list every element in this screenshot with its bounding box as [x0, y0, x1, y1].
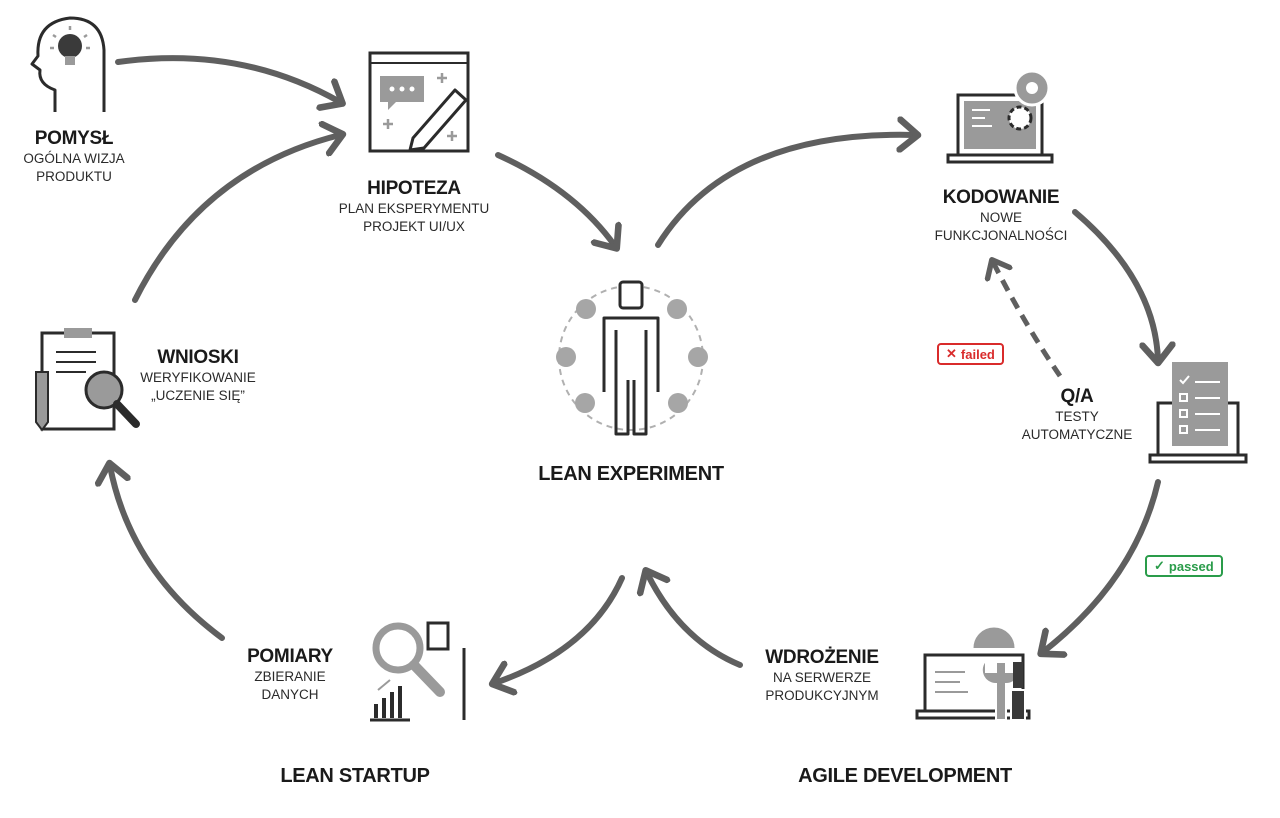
- node-pomysl: POMYSŁ OGÓLNA WIZJA PRODUKTU: [23, 128, 124, 186]
- node-title: WDROŻENIE: [765, 647, 879, 668]
- node-title: POMIARY: [247, 646, 333, 667]
- node-line: „UCZENIE SIĘ”: [151, 388, 245, 403]
- center-label: LEAN EXPERIMENT: [538, 463, 724, 485]
- node-title: POMYSŁ: [34, 128, 114, 149]
- node-hipoteza: HIPOTEZA PLAN EKSPERYMENTU PROJEKT UI/UX: [339, 178, 490, 236]
- passed-badge: ✓ passed: [1145, 555, 1223, 577]
- laptop-checklist-icon: [1148, 362, 1248, 464]
- checkmark-icon: ✓: [1154, 558, 1165, 573]
- node-qa: Q/A TESTY AUTOMATYCZNE: [1022, 386, 1133, 444]
- node-line: PROJEKT UI/UX: [363, 219, 465, 234]
- node-line: WERYFIKOWANIE: [140, 370, 256, 385]
- person-circle-icon: [556, 280, 708, 436]
- node-line: OGÓLNA WIZJA: [23, 151, 125, 166]
- node-line: ZBIERANIE: [254, 669, 326, 684]
- clipboard-magnifier-icon: [35, 328, 140, 432]
- node-line: DANYCH: [261, 687, 319, 702]
- arrow-pomysl-to-hipoteza: [115, 55, 340, 102]
- arrow-pomiary-to-wnioski: [110, 466, 225, 641]
- passed-label: passed: [1168, 558, 1214, 574]
- arrow-lean-to-kodowanie: [655, 135, 915, 248]
- node-line: PRODUKTU: [36, 169, 112, 184]
- node-line: TESTY: [1055, 409, 1099, 424]
- sketch-pencil-icon: [368, 51, 470, 153]
- node-line: FUNKCJONALNOŚCI: [934, 228, 1068, 243]
- failed-label: failed: [960, 346, 995, 362]
- node-title: KODOWANIE: [942, 187, 1060, 208]
- loop-label-lean-startup: LEAN STARTUP: [280, 765, 430, 787]
- laptop-tools-icon: [915, 624, 1031, 721]
- node-pomiary: POMIARY ZBIERANIE DANYCH: [247, 646, 333, 704]
- node-line: AUTOMATYCZNE: [1021, 427, 1133, 442]
- failed-badge: ✕ failed: [937, 343, 1004, 365]
- node-line: PRODUKCYJNYM: [765, 688, 879, 703]
- arrow-qa-to-wdrozenie: [1043, 479, 1161, 652]
- node-wdrozenie: WDROŻENIE NA SERWERZE PRODUKCYJNYM: [765, 647, 879, 705]
- node-line: NA SERWERZE: [772, 670, 872, 685]
- x-mark-icon: ✕: [946, 346, 957, 361]
- node-title: Q/A: [1060, 386, 1094, 407]
- arrow-kodowanie-to-qa: [1072, 209, 1158, 360]
- arrow-wdrozenie-to-lean: [647, 573, 743, 668]
- node-title: HIPOTEZA: [367, 178, 461, 199]
- arrow-hipoteza-to-lean: [495, 152, 615, 246]
- loop-label-agile-development: AGILE DEVELOPMENT: [798, 765, 1012, 787]
- arrow-wnioski-to-hipoteza: [132, 135, 340, 303]
- node-line: PLAN EKSPERYMENTU: [338, 201, 490, 216]
- magnifier-chart-icon: [370, 621, 466, 722]
- node-title: WNIOSKI: [157, 347, 239, 368]
- node-line: NOWE: [979, 210, 1022, 225]
- arrow-qa-to-kodowanie-dashed: [993, 262, 1063, 378]
- lightbulb-head-icon: [30, 16, 106, 112]
- node-kodowanie: KODOWANIE NOWE FUNKCJONALNOŚCI: [935, 187, 1068, 245]
- arrow-lean-to-pomiary: [495, 575, 625, 683]
- node-wnioski: WNIOSKI WERYFIKOWANIE „UCZENIE SIĘ”: [140, 347, 256, 405]
- laptop-gear-icon: [946, 69, 1054, 164]
